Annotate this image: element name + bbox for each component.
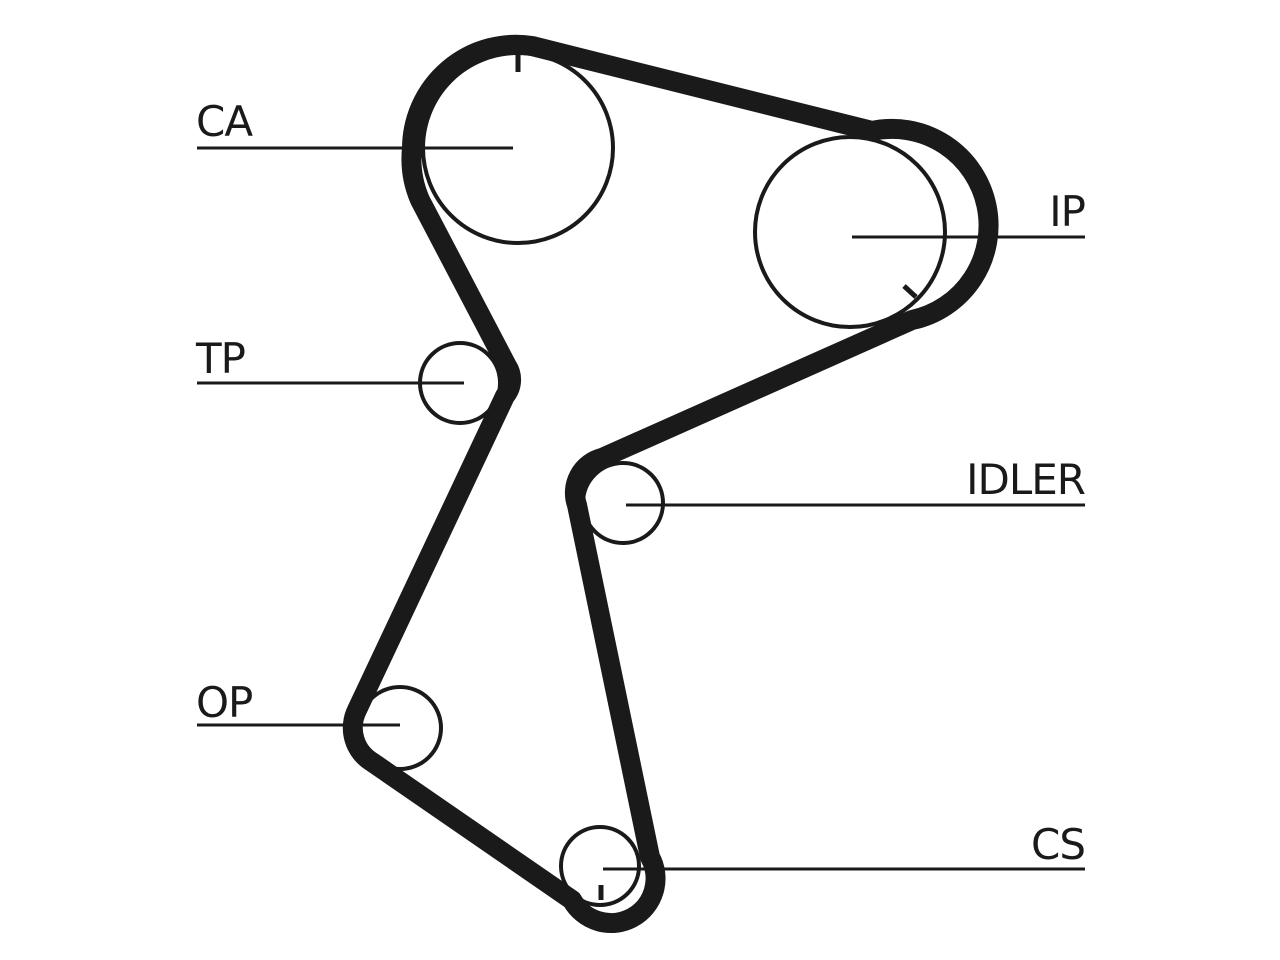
- label-op: OP: [196, 678, 252, 727]
- idler-pulley: [581, 461, 665, 545]
- crankshaft-pulley: [559, 825, 641, 907]
- label-idler: IDLER: [966, 455, 1085, 504]
- label-tp: TP: [195, 334, 245, 383]
- injection-pump-pulley: [753, 135, 947, 329]
- oil-pump-pulley: [357, 685, 443, 771]
- label-ca: CA: [196, 97, 253, 146]
- label-ip: IP: [1049, 187, 1085, 236]
- label-cs: CS: [1031, 820, 1085, 869]
- timing-belt: [342, 34, 999, 934]
- injection-pump-timing-mark: [902, 284, 918, 299]
